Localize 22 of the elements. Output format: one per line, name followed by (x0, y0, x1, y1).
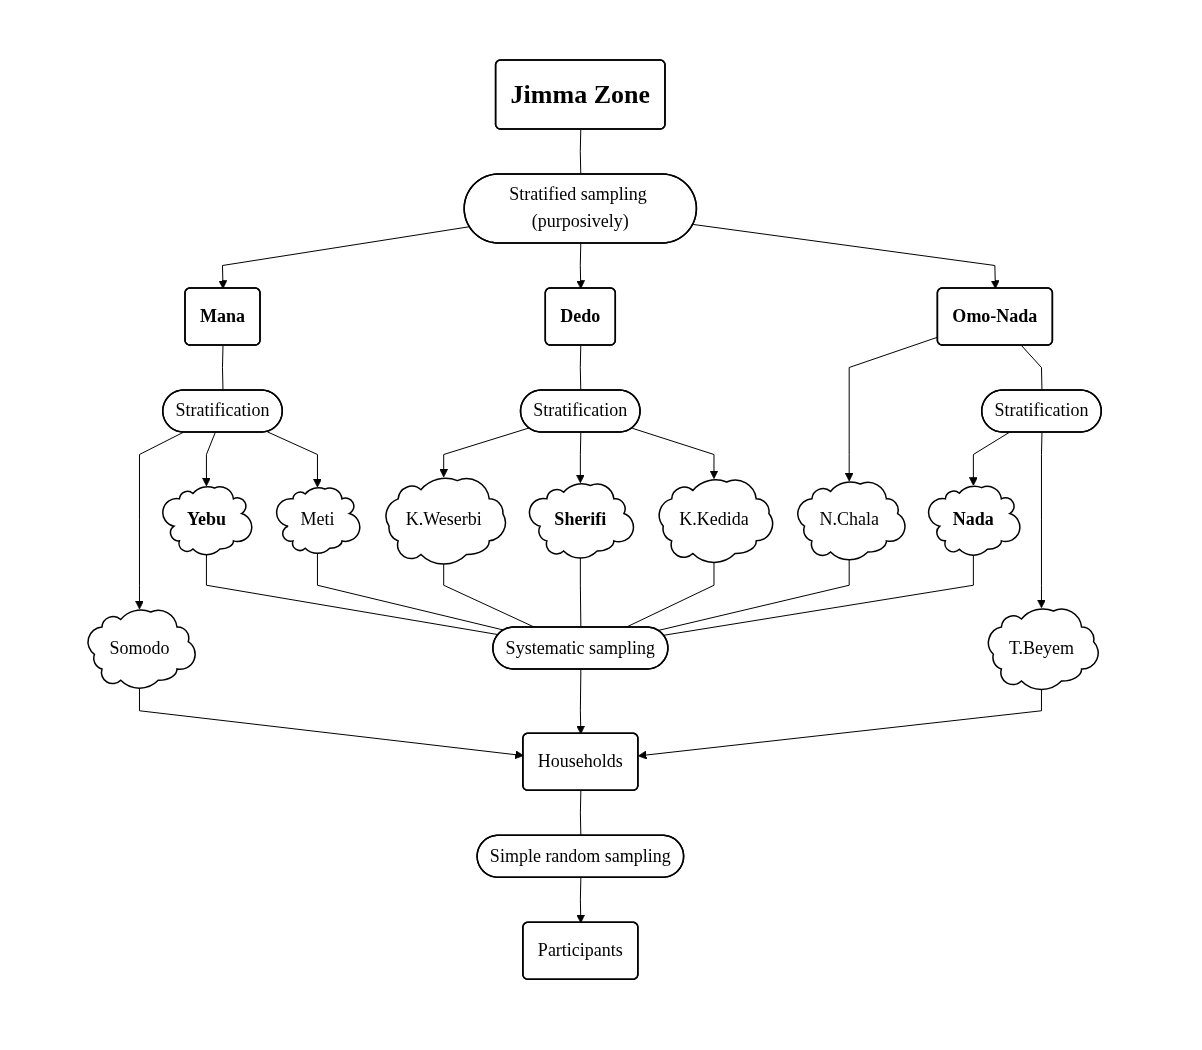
arrow (693, 224, 1000, 290)
arrow (1037, 432, 1047, 609)
connector (206, 553, 500, 636)
connector (1021, 345, 1043, 392)
connector (663, 554, 975, 637)
arrow (632, 428, 719, 480)
connector (580, 129, 582, 176)
connector (317, 552, 505, 632)
arrow (267, 431, 323, 488)
arrow (135, 432, 184, 610)
arrow (969, 432, 1010, 487)
arrow (202, 432, 217, 487)
connector (580, 345, 582, 392)
arrow (576, 669, 586, 735)
arrow (638, 688, 1043, 760)
arrow (439, 427, 530, 478)
connector (222, 345, 224, 392)
arrow (576, 877, 586, 924)
arrow (576, 432, 586, 484)
connector (580, 790, 582, 837)
connector (625, 561, 715, 629)
arrow (576, 243, 586, 290)
